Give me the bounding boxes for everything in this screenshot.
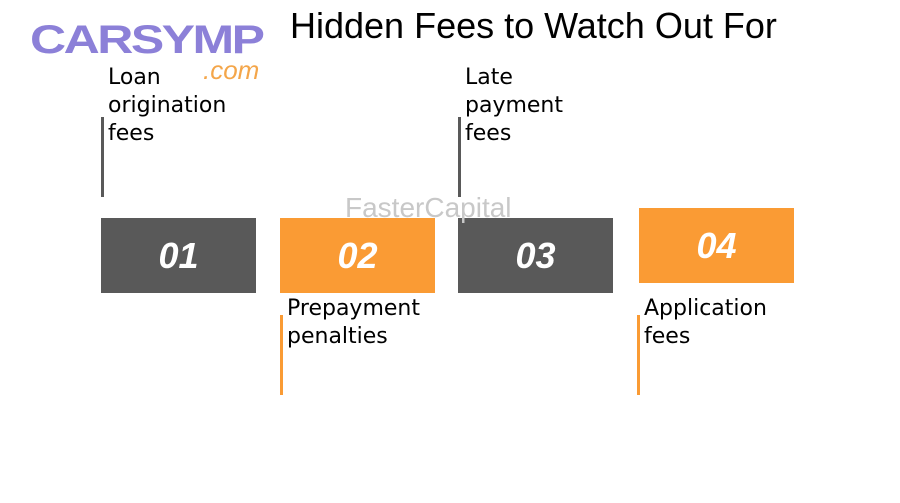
step-3-label: Late payment fees bbox=[465, 65, 564, 146]
fastercapital-watermark: FasterCapital bbox=[345, 192, 512, 223]
step-4-label: Application fees bbox=[644, 296, 767, 349]
step-2-label: Prepayment penalties bbox=[287, 296, 420, 349]
step-2-connector bbox=[280, 315, 283, 395]
step-1-label: Loan origination fees bbox=[108, 65, 227, 146]
step-4-box: 04 bbox=[639, 208, 794, 283]
step-4-connector bbox=[637, 315, 640, 395]
carsymp-logo-suffix: .com bbox=[203, 55, 260, 85]
page-title: Hidden Fees to Watch Out For bbox=[290, 5, 777, 46]
step-2-box: 02 bbox=[280, 218, 435, 293]
step-3-box: 03 bbox=[458, 218, 613, 293]
step-3-connector bbox=[458, 117, 461, 197]
step-1-connector bbox=[101, 117, 104, 197]
step-1-box: 01 bbox=[101, 218, 256, 293]
carsymp-logo: CARSYMP bbox=[30, 18, 265, 62]
